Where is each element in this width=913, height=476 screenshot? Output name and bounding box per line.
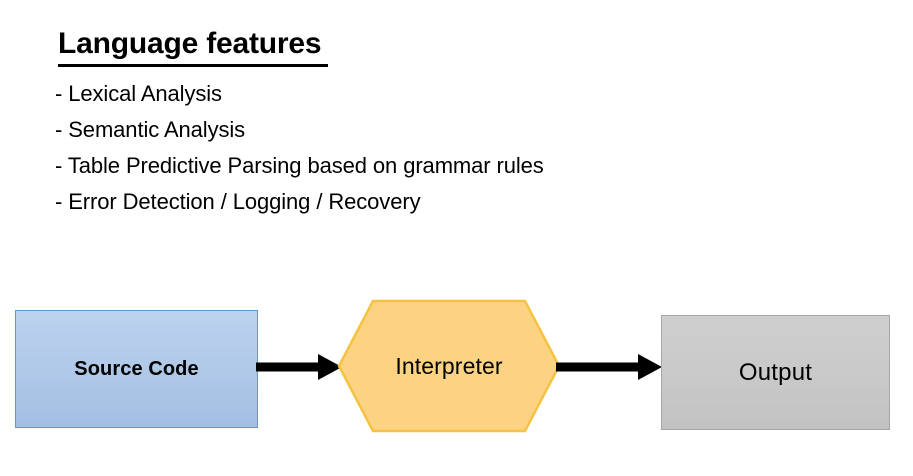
arrow-source-to-interpreter xyxy=(256,354,342,380)
diagram-node-source-code: Source Code xyxy=(15,310,258,428)
diagram-node-output: Output xyxy=(661,315,890,430)
list-item: - Error Detection / Logging / Recovery xyxy=(55,189,421,214)
list-item: - Lexical Analysis xyxy=(55,81,222,106)
page-title-underline xyxy=(58,64,328,67)
diagram-node-label: Interpreter xyxy=(395,352,503,379)
diagram-node-label: Source Code xyxy=(74,357,199,380)
list-item: - Semantic Analysis xyxy=(55,117,246,142)
diagram-node-interpreter: Interpreter xyxy=(332,296,566,436)
feature-list: - Lexical Analysis - Semantic Analysis -… xyxy=(55,76,855,220)
arrow-interpreter-to-output xyxy=(556,354,662,380)
list-item: - Table Predictive Parsing based on gram… xyxy=(55,153,544,178)
diagram-node-label: Output xyxy=(738,358,813,386)
page-title: Language features xyxy=(58,27,322,60)
